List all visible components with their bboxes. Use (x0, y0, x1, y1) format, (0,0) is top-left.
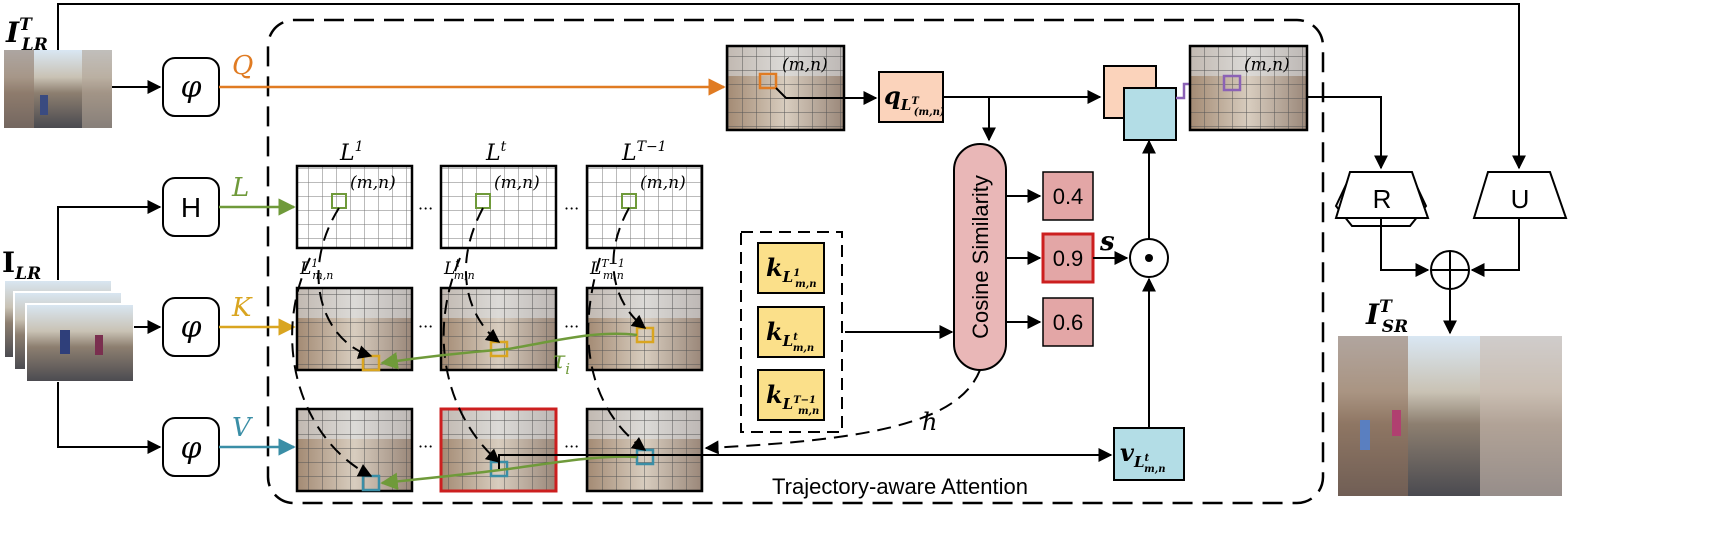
dots-val-1: ··· (418, 437, 433, 456)
svg-text:R: R (1373, 184, 1392, 214)
svg-text:0.4: 0.4 (1053, 184, 1084, 209)
svg-text:0.6: 0.6 (1053, 310, 1084, 335)
dots-key-2: ··· (564, 317, 579, 336)
loc-title-1: L1 (339, 139, 364, 166)
mn-label-output: (m,n) (1244, 55, 1290, 75)
u-module: U (1472, 171, 1568, 219)
svg-text:qLT(m,n): qLT(m,n) (884, 81, 945, 118)
location-map-1 (295, 164, 414, 250)
mn-label-lT1: (m,n) (640, 173, 686, 193)
score-box-3: 0.6 (1042, 297, 1094, 347)
svg-text:U: U (1511, 184, 1530, 214)
value-frame-t (439, 407, 558, 493)
key-frame-1 (295, 286, 414, 372)
target-lr-frame (4, 50, 112, 128)
svg-text:φ: φ (180, 70, 201, 105)
l-label: L (231, 173, 249, 203)
key-stack-border (740, 231, 843, 433)
k-label: K (231, 293, 253, 323)
attention-module-border (266, 18, 1325, 505)
h-label: h (922, 408, 937, 436)
lr-sequence-frames (3, 279, 135, 383)
dots-loc-1: ··· (418, 199, 433, 218)
mn-label-query: (m,n) (782, 55, 828, 75)
lr-sequence-label: ILR (2, 246, 41, 284)
loc-title-T-1: LT−1 (621, 139, 667, 166)
sr-output-frame (1338, 336, 1562, 496)
location-map-T-1 (585, 164, 704, 250)
tau-label: τi (552, 346, 570, 378)
mn-label-lt: (m,n) (494, 173, 540, 193)
svg-text:Cosine Similarity: Cosine Similarity (968, 175, 993, 339)
r-module: R (1334, 171, 1430, 227)
score-box-1: 0.4 (1042, 171, 1094, 221)
dots-key-1: ··· (418, 317, 433, 336)
h-location-module: H (162, 177, 220, 237)
key-frame-t (439, 286, 558, 372)
v-label: V (232, 413, 253, 443)
phi-query-encoder: φ (162, 57, 220, 117)
s-label: s (1099, 227, 1115, 257)
key-frame-T-1 (585, 286, 704, 372)
value-frame-T-1 (585, 407, 704, 493)
dots-loc-2: ··· (564, 199, 579, 218)
attention-output-frame (1188, 44, 1309, 132)
q-label: Q (232, 51, 253, 81)
svg-text:kLT−1m,n: kLT−1m,n (766, 380, 819, 417)
value-frame-1 (295, 407, 414, 493)
svg-text:H: H (181, 192, 201, 223)
query-box: qLT(m,n) (878, 71, 945, 123)
svg-text:0.9: 0.9 (1053, 246, 1084, 271)
location-map-t (439, 164, 558, 250)
loc-title-t: Lt (485, 139, 507, 166)
score-box-2: 0.9 (1041, 232, 1095, 284)
trajectory-attention-label: Trajectory-aware Attention (772, 474, 1028, 499)
dots-val-2: ··· (564, 437, 579, 456)
varphi-value-encoder: φ (162, 417, 220, 477)
svg-text:φ: φ (180, 431, 201, 466)
svg-text:φ: φ (180, 310, 201, 345)
cosine-similarity-block: Cosine Similarity (953, 143, 1007, 371)
odot-operator (1129, 238, 1169, 278)
mn-label-l1: (m,n) (350, 173, 396, 193)
query-frame (725, 44, 846, 132)
agg-value-box (1123, 87, 1177, 141)
oplus-operator (1430, 250, 1470, 290)
phi-key-encoder: φ (162, 297, 220, 357)
